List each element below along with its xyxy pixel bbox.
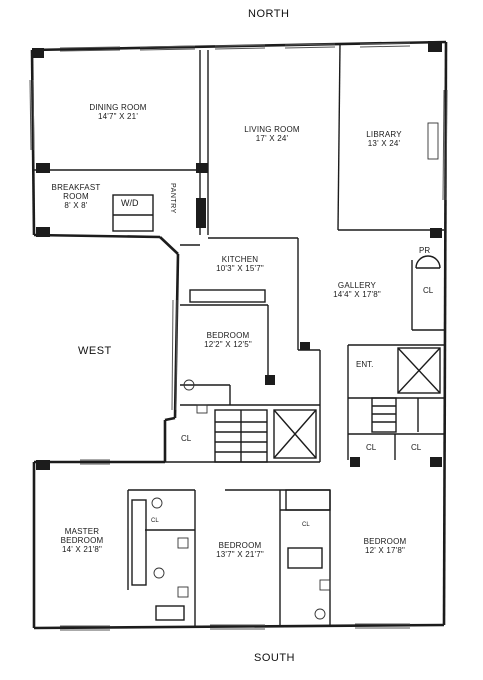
closet-label-entry-2: CL	[411, 443, 422, 452]
room-dimensions: 13' X 24'	[367, 139, 401, 148]
closet-label-gallery: CL	[423, 286, 434, 295]
room-dimensions: 14' X 21'8"	[61, 545, 103, 554]
room-dimensions: 12' X 17'8"	[364, 546, 406, 555]
room-dimensions: 12'2" X 12'5"	[204, 340, 252, 349]
pantry-label: PANTRY	[169, 183, 176, 214]
room-living-room: LIVING ROOM 17' X 24'	[232, 125, 312, 143]
room-name: GALLERY	[337, 281, 377, 290]
room-name: BEDROOM	[218, 541, 262, 550]
room-name: KITCHEN	[221, 255, 259, 264]
room-name: BEDROOM	[206, 331, 250, 340]
room-dimensions: 14'4" X 17'8"	[333, 290, 381, 299]
windows	[29, 42, 448, 631]
closet-label-west: CL	[181, 434, 192, 443]
room-name: LIVING ROOM	[244, 125, 300, 134]
room-dimensions: 13'7" X 21'7"	[216, 550, 264, 559]
room-master-bedroom: MASTER BEDROOM 14' X 21'8"	[52, 527, 112, 554]
room-name: MASTER BEDROOM	[60, 527, 104, 545]
room-name: BREAKFAST ROOM	[51, 183, 101, 201]
room-name: BEDROOM	[363, 537, 407, 546]
room-dining-room: DINING ROOM 14'7" X 21'	[78, 103, 158, 121]
closet-label-bath-1: CL	[151, 518, 159, 524]
room-gallery: GALLERY 14'4" X 17'8"	[322, 281, 392, 299]
room-dimensions: 17' X 24'	[255, 134, 289, 143]
room-breakfast-room: BREAKFAST ROOM 8' X 8'	[46, 183, 106, 210]
room-dimensions: 14'7" X 21'	[97, 112, 139, 121]
room-name: DINING ROOM	[89, 103, 147, 112]
closet-label-bath-2: CL	[302, 522, 310, 528]
room-kitchen: KITCHEN 10'3" X 15'7"	[205, 255, 275, 273]
room-name: LIBRARY	[366, 130, 402, 139]
columns	[32, 41, 442, 470]
entry-label: ENT.	[356, 360, 374, 369]
room-library: LIBRARY 13' X 24'	[354, 130, 414, 148]
south-label: SOUTH	[254, 652, 295, 664]
room-bedroom-south: BEDROOM 13'7" X 21'7"	[205, 541, 275, 559]
room-bedroom-center: BEDROOM 12'2" X 12'5"	[193, 331, 263, 349]
west-label: WEST	[78, 345, 112, 357]
room-bedroom-east: BEDROOM 12' X 17'8"	[350, 537, 420, 555]
north-label: NORTH	[248, 8, 290, 20]
room-dimensions: 8' X 8'	[64, 201, 88, 210]
closet-label-entry-1: CL	[366, 443, 377, 452]
room-dimensions: 10'3" X 15'7"	[216, 264, 264, 273]
powder-room-label: PR	[419, 246, 431, 255]
washer-dryer-label: W/D	[121, 198, 139, 208]
interior-walls	[34, 43, 444, 626]
fixtures	[151, 122, 439, 620]
